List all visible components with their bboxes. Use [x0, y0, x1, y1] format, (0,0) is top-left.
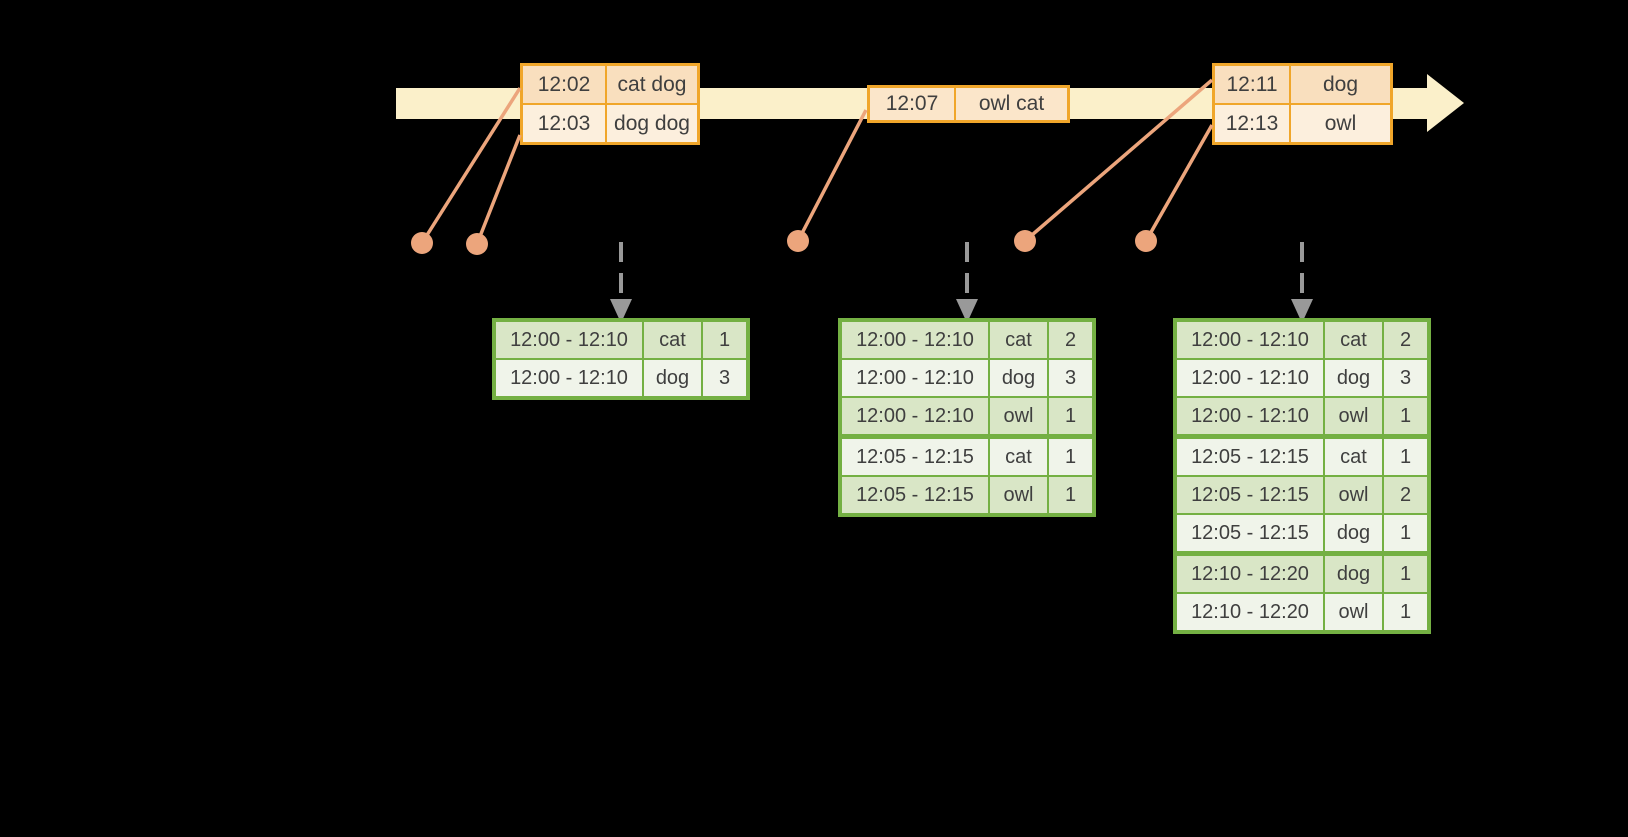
event-words-cell: dog dog [607, 105, 697, 142]
result-row: 12:00 - 12:10 owl 1 [1177, 398, 1427, 434]
event-table-2: 12:07 owl cat [867, 85, 1070, 123]
result-row: 12:00 - 12:10 dog 3 [496, 360, 746, 396]
event-words-cell: dog [1291, 66, 1390, 103]
window-cell: 12:05 - 12:15 [1177, 477, 1323, 513]
event-time-cell: 12:13 [1215, 105, 1289, 142]
window-cell: 12:00 - 12:10 [1177, 360, 1323, 396]
word-cell: cat [644, 322, 701, 358]
window-cell: 12:00 - 12:10 [842, 360, 988, 396]
result-table-3: 12:00 - 12:10 cat 2 12:00 - 12:10 dog 3 … [1173, 318, 1431, 634]
window-cell: 12:10 - 12:20 [1177, 556, 1323, 592]
word-cell: owl [990, 398, 1047, 434]
word-cell: cat [990, 439, 1047, 475]
result-row: 12:00 - 12:10 dog 3 [842, 360, 1092, 396]
word-cell: owl [990, 477, 1047, 513]
result-row: 12:00 - 12:10 cat 2 [1177, 322, 1427, 358]
result-row: 12:00 - 12:10 dog 3 [1177, 360, 1427, 396]
result-row: 12:05 - 12:15 dog 1 [1177, 515, 1427, 551]
result-row: 12:05 - 12:15 cat 1 [842, 439, 1092, 475]
window-cell: 12:10 - 12:20 [1177, 594, 1323, 630]
event-time-cell: 12:07 [870, 88, 954, 120]
event-row: 12:07 owl cat [870, 88, 1067, 120]
window-cell: 12:05 - 12:15 [842, 477, 988, 513]
event-row: 12:13 owl [1215, 105, 1390, 142]
count-cell: 1 [1384, 594, 1427, 630]
trigger-down-arrow [610, 242, 1313, 323]
count-cell: 2 [1384, 322, 1427, 358]
count-cell: 1 [1049, 398, 1092, 434]
timeline-arrowhead-icon [1427, 74, 1464, 132]
word-cell: owl [1325, 398, 1382, 434]
count-cell: 2 [1049, 322, 1092, 358]
count-cell: 1 [1049, 477, 1092, 513]
word-cell: dog [644, 360, 701, 396]
word-cell: dog [1325, 360, 1382, 396]
count-cell: 3 [703, 360, 746, 396]
window-cell: 12:05 - 12:15 [1177, 439, 1323, 475]
word-cell: dog [990, 360, 1047, 396]
event-table-3: 12:11 dog 12:13 owl [1212, 63, 1393, 145]
result-row: 12:05 - 12:15 owl 1 [842, 477, 1092, 513]
result-row: 12:00 - 12:10 cat 1 [496, 322, 746, 358]
window-cell: 12:00 - 12:10 [496, 360, 642, 396]
event-words-cell: cat dog [607, 66, 697, 103]
word-cell: owl [1325, 477, 1382, 513]
count-cell: 3 [1384, 360, 1427, 396]
window-cell: 12:00 - 12:10 [1177, 398, 1323, 434]
result-row: 12:00 - 12:10 owl 1 [842, 398, 1092, 434]
event-time-cell: 12:03 [523, 105, 605, 142]
result-row: 12:10 - 12:20 dog 1 [1177, 556, 1427, 592]
count-cell: 3 [1049, 360, 1092, 396]
window-cell: 12:05 - 12:15 [842, 439, 988, 475]
event-time-cell: 12:11 [1215, 66, 1289, 103]
window-cell: 12:00 - 12:10 [842, 398, 988, 434]
window-cell: 12:00 - 12:10 [842, 322, 988, 358]
word-cell: cat [1325, 322, 1382, 358]
count-cell: 1 [1384, 556, 1427, 592]
event-words-cell: owl [1291, 105, 1390, 142]
count-cell: 1 [1384, 515, 1427, 551]
word-cell: dog [1325, 515, 1382, 551]
event-row: 12:02 cat dog [523, 66, 697, 103]
event-marker-dot [411, 230, 1157, 255]
count-cell: 1 [1049, 439, 1092, 475]
count-cell: 1 [703, 322, 746, 358]
count-cell: 2 [1384, 477, 1427, 513]
word-cell: cat [1325, 439, 1382, 475]
event-row: 12:11 dog [1215, 66, 1390, 103]
result-row: 12:00 - 12:10 cat 2 [842, 322, 1092, 358]
event-time-cell: 12:02 [523, 66, 605, 103]
word-cell: cat [990, 322, 1047, 358]
result-table-1: 12:00 - 12:10 cat 1 12:00 - 12:10 dog 3 [492, 318, 750, 400]
event-table-1: 12:02 cat dog 12:03 dog dog [520, 63, 700, 145]
count-cell: 1 [1384, 439, 1427, 475]
result-row: 12:05 - 12:15 owl 2 [1177, 477, 1427, 513]
word-cell: dog [1325, 556, 1382, 592]
result-row: 12:05 - 12:15 cat 1 [1177, 439, 1427, 475]
window-cell: 12:00 - 12:10 [496, 322, 642, 358]
count-cell: 1 [1384, 398, 1427, 434]
result-table-2: 12:00 - 12:10 cat 2 12:00 - 12:10 dog 3 … [838, 318, 1096, 517]
window-cell: 12:05 - 12:15 [1177, 515, 1323, 551]
word-cell: owl [1325, 594, 1382, 630]
event-row: 12:03 dog dog [523, 105, 697, 142]
event-words-cell: owl cat [956, 88, 1067, 120]
window-cell: 12:00 - 12:10 [1177, 322, 1323, 358]
result-row: 12:10 - 12:20 owl 1 [1177, 594, 1427, 630]
